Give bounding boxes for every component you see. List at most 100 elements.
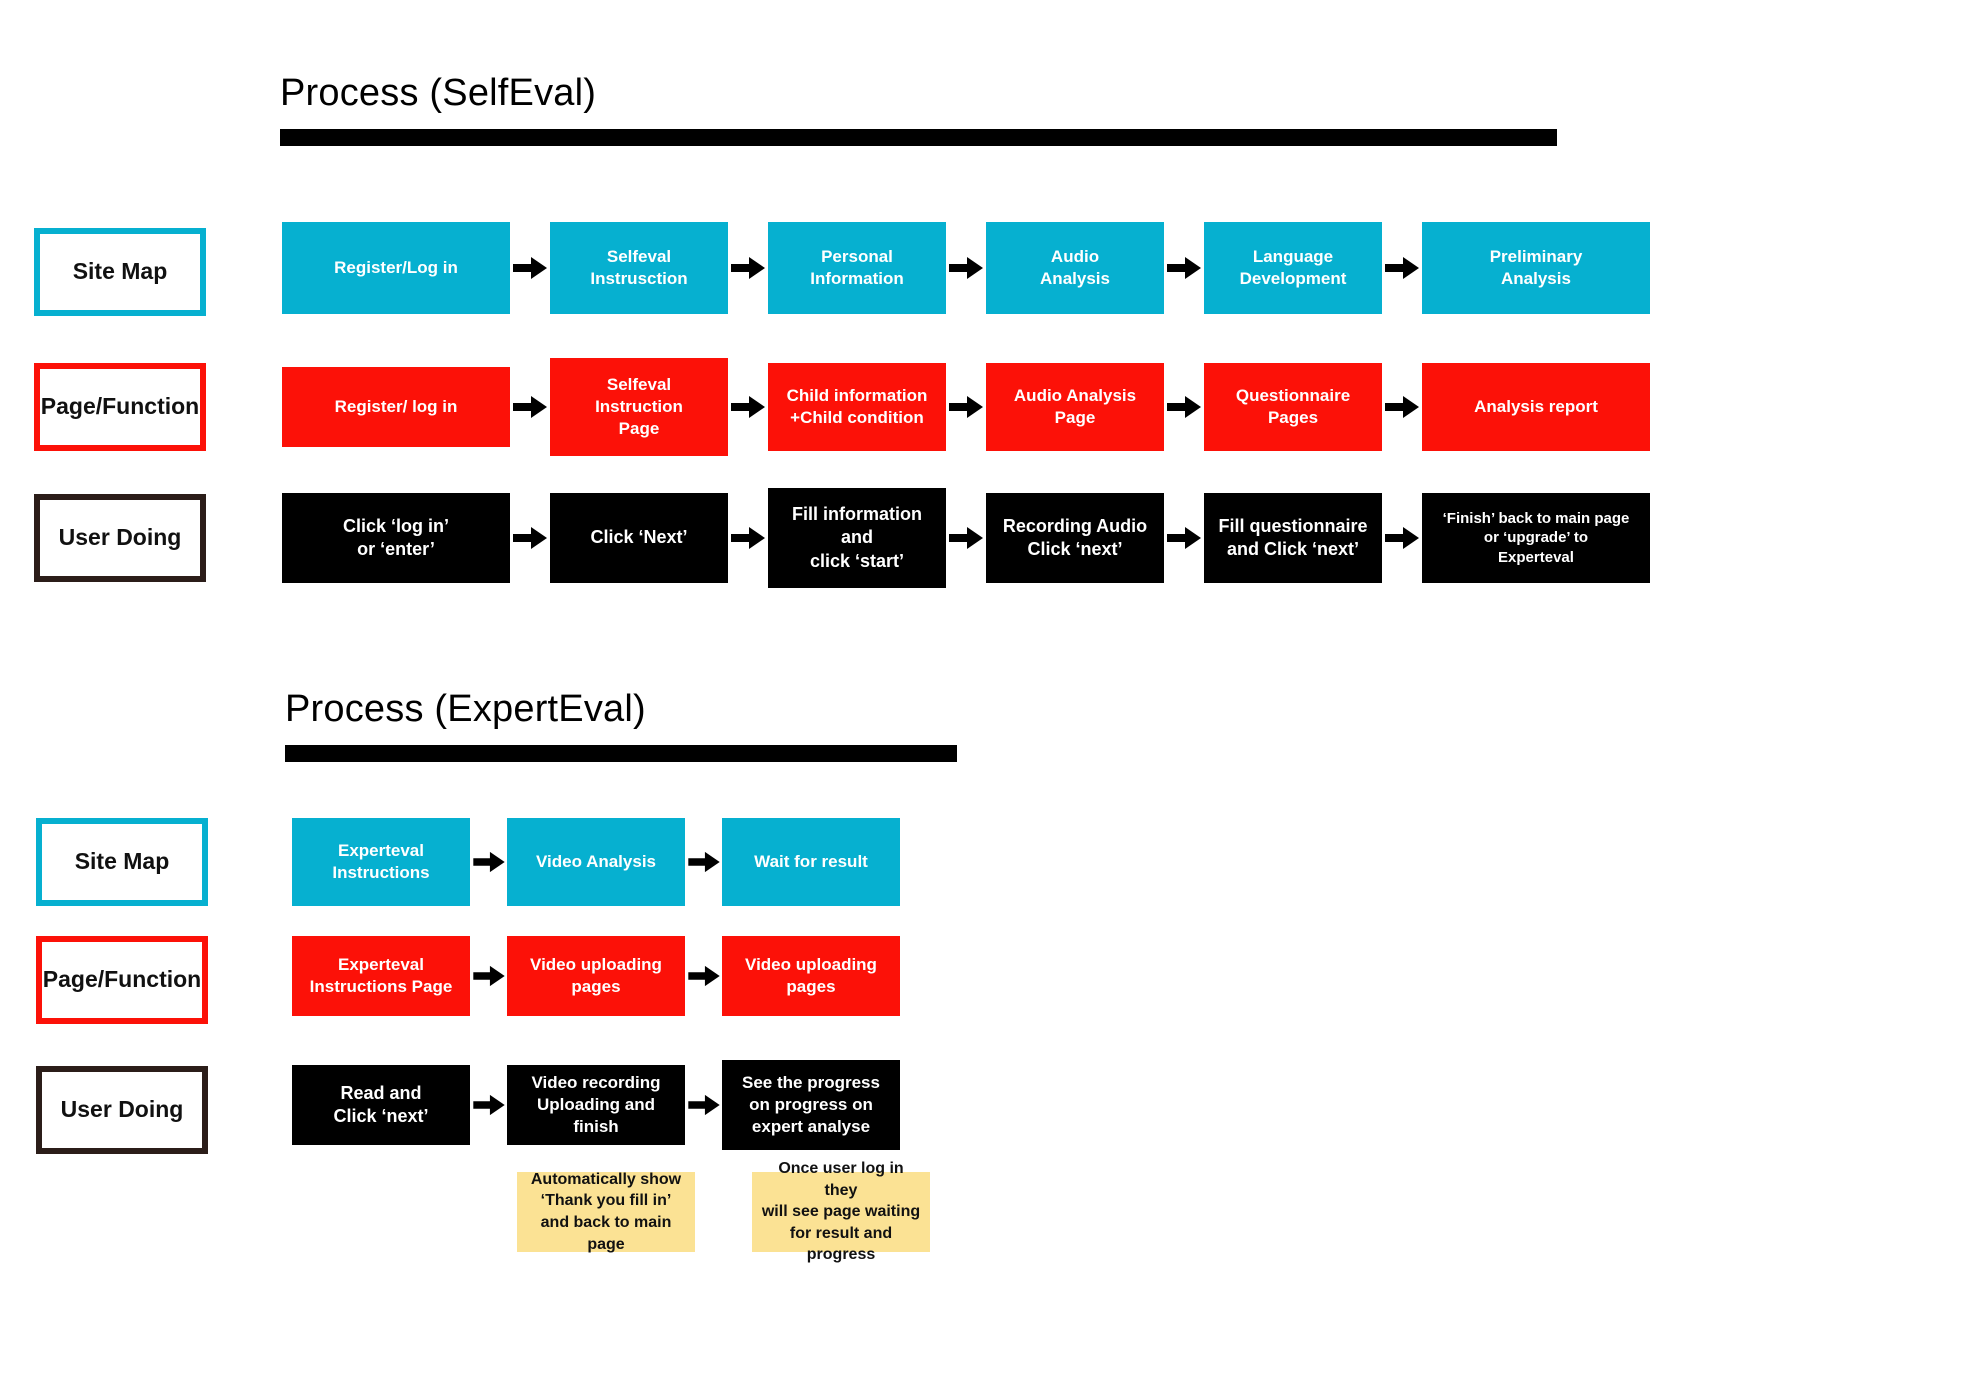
section-title: Process (SelfEval)	[280, 72, 597, 114]
node-line: Language	[1252, 247, 1334, 267]
section-title: Process (ExpertEval)	[285, 688, 646, 730]
node-line: Read and	[340, 1082, 422, 1103]
node-line: Recording Audio	[1002, 515, 1148, 536]
arrow-right-icon	[728, 488, 768, 588]
node-line: Information	[810, 269, 904, 288]
node-line: Click ‘log in’	[342, 515, 449, 536]
flow-node[interactable]: Selfeval Instruction Page	[550, 358, 728, 456]
node-line: Video Analysis	[536, 852, 656, 872]
flow-node[interactable]: Fill questionnaire and Click ‘next’	[1204, 493, 1382, 583]
flow-node[interactable]: Child information +Child condition	[768, 363, 946, 451]
arrow-right-icon	[1164, 488, 1204, 588]
node-line: Audio Analysis	[1013, 386, 1137, 406]
arrow-right-icon	[685, 1060, 722, 1150]
node-line: Child information	[786, 386, 928, 406]
node-line: Page	[618, 418, 660, 438]
arrow-right-icon	[728, 358, 768, 456]
node-line: Personal	[821, 247, 893, 267]
arrow-right-icon	[470, 818, 507, 906]
row-label-page-function: Page/Function	[36, 936, 208, 1024]
node-line: Fill information	[792, 504, 922, 525]
node-line: Video uploading	[745, 955, 877, 975]
node-line: ‘Finish’ back to main page	[1442, 510, 1630, 528]
arrow-right-icon	[728, 222, 768, 314]
flow-node[interactable]: Register/Log in	[282, 222, 510, 314]
row-label-text: Page/Function	[42, 966, 202, 993]
flow-node[interactable]: Audio Analysis	[986, 222, 1164, 314]
arrow-right-icon	[510, 488, 550, 588]
flow-node[interactable]: Personal Information	[768, 222, 946, 314]
flow-node[interactable]: Video Analysis	[507, 818, 685, 906]
arrow-right-icon	[946, 488, 986, 588]
note-line: Once user log in they	[778, 1160, 904, 1199]
node-line: Instrusction	[590, 269, 688, 288]
node-line: Experteval	[1498, 548, 1574, 566]
flow-node[interactable]: Experteval Instructions	[292, 818, 470, 906]
arrow-right-icon	[946, 222, 986, 314]
node-line: Instruction	[595, 397, 683, 417]
node-line: Analysis	[1040, 269, 1110, 288]
flow-node[interactable]: ‘Finish’ back to main page or ‘upgrade’ …	[1422, 493, 1650, 583]
arrow-right-icon	[1382, 488, 1422, 588]
node-line: Click ‘next’	[1027, 539, 1123, 559]
row-label-page-function: Page/Function	[34, 363, 206, 451]
node-line: Wait for result	[754, 852, 868, 872]
flow-node[interactable]: See the progress on progress on expert a…	[722, 1060, 900, 1150]
node-line: Register/ log in	[334, 397, 458, 417]
node-line: +Child condition	[790, 408, 924, 427]
note-line: will see page waiting	[761, 1203, 921, 1221]
flow-row-userdoing-selfeval: Click ‘log in’ or ‘enter’ Click ‘Next’ F…	[282, 488, 1650, 588]
note-line: Automatically show	[530, 1170, 682, 1188]
row-label-user-doing: User Doing	[34, 494, 206, 582]
node-line: Video uploading	[530, 955, 662, 975]
annotation-note: Automatically show ‘Thank you fill in’ a…	[517, 1170, 695, 1253]
annotation-note: Once user log in they will see page wait…	[752, 1160, 930, 1263]
row-label-text: User Doing	[60, 1096, 184, 1123]
node-line: and Click ‘next’	[1226, 539, 1360, 559]
flow-node[interactable]: Register/ log in	[282, 367, 510, 447]
arrow-right-icon	[510, 222, 550, 314]
node-line: Analysis report	[1474, 397, 1598, 417]
node-line: click ‘start’	[809, 550, 905, 571]
flow-node[interactable]: Video uploading pages	[507, 936, 685, 1016]
node-line: on progress on	[749, 1095, 873, 1115]
node-line: or ‘upgrade’ to	[1483, 529, 1589, 547]
arrow-right-icon	[470, 936, 507, 1016]
flow-node[interactable]: Analysis report	[1422, 363, 1650, 451]
flow-node[interactable]: Video uploading pages	[722, 936, 900, 1016]
arrow-right-icon	[470, 1060, 507, 1150]
node-line: expert analyse	[751, 1116, 871, 1136]
flow-row-sitemap-selfeval: Register/Log in Selfeval Instrusction Pe…	[282, 222, 1650, 314]
node-line: Experteval	[337, 841, 424, 861]
flow-node[interactable]: Audio Analysis Page	[986, 363, 1164, 451]
flow-node[interactable]: Language Development	[1204, 222, 1382, 314]
flow-row-userdoing-experteval: Read and Click ‘next’ Video recording Up…	[292, 1060, 900, 1150]
node-line: Page	[1054, 408, 1096, 427]
flow-node[interactable]: Selfeval Instrusction	[550, 222, 728, 314]
node-line: Uploading and finish	[536, 1095, 656, 1136]
flow-node[interactable]: Video recording Uploading and finish	[507, 1065, 685, 1145]
flow-node[interactable]: Questionnaire Pages	[1204, 363, 1382, 451]
arrow-right-icon	[1164, 222, 1204, 314]
node-line: Instructions	[332, 863, 430, 882]
flow-node[interactable]: Click ‘Next’	[550, 493, 728, 583]
flow-node[interactable]: Wait for result	[722, 818, 900, 906]
arrow-right-icon	[685, 936, 722, 1016]
section-experteval: Process (ExpertEval)	[285, 688, 1285, 762]
flow-node[interactable]: Fill information and click ‘start’	[768, 488, 946, 588]
node-line: Register/Log in	[334, 258, 458, 278]
node-line: Selfeval	[606, 247, 672, 267]
note-line: ‘Thank you fill in’	[540, 1192, 672, 1210]
flow-node[interactable]: Experteval Instructions Page	[292, 936, 470, 1016]
node-line: Video recording	[531, 1073, 661, 1093]
arrow-right-icon	[1164, 358, 1204, 456]
arrow-right-icon	[1382, 222, 1422, 314]
flow-node[interactable]: Preliminary Analysis	[1422, 222, 1650, 314]
flow-node[interactable]: Read and Click ‘next’	[292, 1065, 470, 1145]
node-line: Click ‘Next’	[590, 527, 688, 548]
node-line: Preliminary	[1489, 247, 1583, 267]
flow-node[interactable]: Click ‘log in’ or ‘enter’	[282, 493, 510, 583]
node-line: See the progress	[742, 1073, 880, 1093]
title-underline-bar	[285, 745, 957, 762]
flow-node[interactable]: Recording Audio Click ‘next’	[986, 493, 1164, 583]
